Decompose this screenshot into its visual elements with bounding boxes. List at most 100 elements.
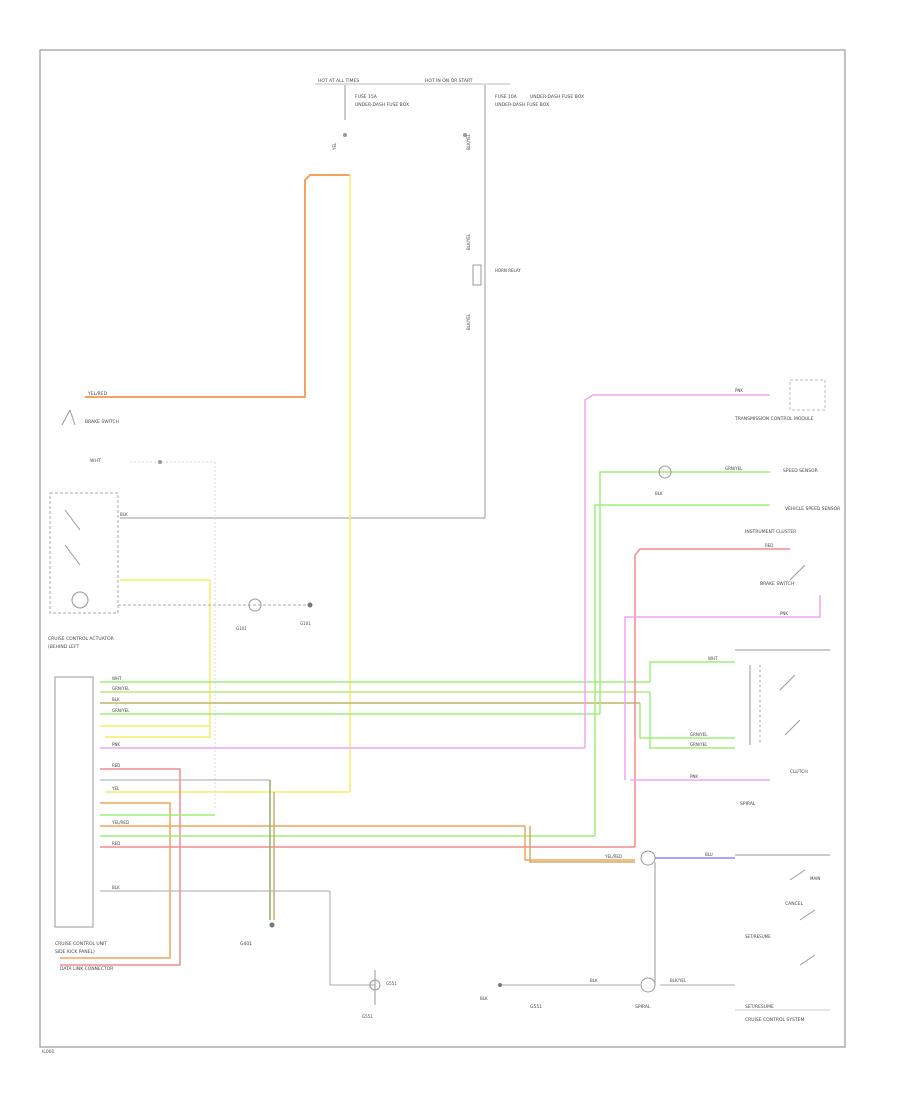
brake-switch-symbol (61, 409, 71, 426)
main-label: MAIN (810, 876, 820, 881)
clutch-contact-2 (784, 719, 801, 736)
relay-contact (64, 509, 81, 531)
gray-wire-3 (329, 891, 375, 986)
ground-node (307, 602, 313, 608)
obd-connector-label: DATA LINK CONNECTOR (60, 966, 113, 972)
green-wire-clutch-3 (649, 692, 735, 749)
actuator-relay-label: CRUISE CONTROL ACTUATOR (48, 636, 114, 642)
ecu-box (54, 676, 94, 928)
tcm-wire-label: PNK (735, 388, 743, 393)
fuse-right-label: FUSE 10A (495, 94, 518, 100)
pin-label: RED (112, 763, 120, 768)
relay-coil (71, 591, 89, 609)
node (343, 133, 347, 137)
diagram-border (39, 49, 846, 1048)
orange-wire-switch (524, 826, 635, 861)
pink-wire-label-2: PNK (690, 774, 698, 779)
wire-label-grn-yel: GRN/YEL (725, 466, 743, 471)
clutch-contact (779, 674, 796, 691)
green-wire-clutch-2 (639, 703, 735, 739)
wire-label-orange-switch: YEL/RED (604, 854, 622, 859)
pin-label: YEL/RED (111, 820, 129, 825)
relay-contact-2 (64, 544, 81, 566)
green-wire-speed (599, 471, 770, 714)
wire-label-blk-yel: BLK/YEL (466, 133, 471, 150)
green-wire-vss (594, 504, 770, 836)
splice-node (269, 922, 275, 928)
pin-label: GRN/YEL (112, 708, 130, 713)
cancel-label: CANCEL (785, 901, 804, 907)
left-bus-label: HOT AT ALL TIMES (318, 78, 359, 84)
ground-left-label: G101 (236, 626, 247, 631)
brake-switch-r-label: BRAKE SWITCH (760, 581, 794, 587)
wire-label-yel: YEL (332, 142, 337, 151)
clutch-label: CLUTCH (790, 769, 808, 775)
ground-bottom-label: G551 (362, 1014, 373, 1019)
clutch-wire-label: WHT (708, 656, 718, 661)
pin-label: WHT (112, 676, 122, 681)
pin-label: RED (112, 841, 120, 846)
fuse-box-left-label: UNDER-DASH FUSE BOX (355, 102, 409, 108)
pin-label: BLK (112, 885, 120, 890)
vss-label: VEHICLE SPEED SENSOR (785, 506, 840, 512)
connector-label: BLK (655, 491, 663, 496)
wire-label-wht: WHT (90, 458, 101, 464)
horn-relay-label: HORN RELAY (495, 268, 521, 273)
ground-bottom-right-label: G551 (530, 1004, 542, 1010)
gray-wire-label: BLK (590, 978, 598, 983)
pink-wire-label: PNK (780, 611, 788, 616)
inline-component (472, 264, 482, 286)
pink-wire-tcm (584, 394, 770, 748)
red-wire-brake (634, 548, 790, 847)
wire-label-blk-yel-3: BLK/YEL (466, 313, 471, 330)
node (158, 460, 162, 464)
fuse-right-extra-label: UNDER-DASH FUSE BOX (530, 94, 584, 100)
brake-switch-symbol-2 (69, 409, 76, 426)
node (498, 983, 502, 987)
inline-connector (248, 598, 262, 612)
switch-wire-label: BLK/YEL (670, 978, 687, 983)
instrument-cluster-label: INSTRUMENT CLUSTER (745, 529, 796, 535)
set-contact (799, 954, 816, 966)
set-resume-label: SET/RESUME (745, 934, 771, 939)
gray-wire-label-2: BLK (480, 996, 488, 1001)
blue-wire-label: BLU (705, 852, 713, 857)
actuator-relay-box (49, 492, 119, 614)
pink-wire-brake (624, 595, 821, 780)
clutch-wire-label-2: GRN/YEL (690, 732, 708, 737)
diagram-title: CRUISE CONTROL SYSTEM (745, 1017, 804, 1023)
green-wire-clutch (649, 661, 735, 682)
pin-label: BLK (112, 697, 120, 702)
fuse-left-label: FUSE 15A (355, 94, 378, 100)
yellow-wire-2 (105, 579, 211, 738)
pin-label: YEL (111, 786, 120, 791)
footer-code: IL001 (42, 1049, 55, 1055)
speedometer-label: SPEED SENSOR (783, 468, 818, 474)
inline-connector (658, 465, 672, 479)
relay-pin-label: BLK (120, 512, 128, 517)
clutch-wire-label-3: GRN/YEL (690, 742, 708, 747)
ground-left-label-2: G101 (300, 621, 311, 626)
pin-label: PNK (112, 742, 120, 747)
wire-label-blk-yel-2: BLK/YEL (466, 233, 471, 250)
orange-wire-label: YEL/RED (87, 391, 108, 397)
ecu-sub2-label: SIDE KICK PANEL) (55, 949, 95, 955)
spiral-cable-connector (640, 850, 656, 866)
ecu-sub1-label: (BEHIND LEFT (48, 644, 80, 650)
brown-wire-switch (529, 826, 635, 863)
pin-label: GRN/YEL (112, 686, 130, 691)
ecu-title-label: CRUISE CONTROL UNIT (55, 941, 107, 947)
main-contact (789, 869, 806, 881)
ground-center-label: G401 (240, 941, 252, 947)
orange-wire-2 (60, 802, 171, 959)
right-bus-label: HOT IN ON OR START (425, 78, 473, 84)
fuse-box-right-label: UNDER-DASH FUSE BOX (495, 102, 549, 108)
orange-wire (85, 174, 350, 398)
inline-connector (369, 979, 381, 991)
spiral-label: SPIRAL (740, 801, 756, 807)
red-wire-label: RED (765, 543, 773, 548)
brake-switch-r-symbol (789, 564, 806, 581)
tcm-box (789, 379, 826, 411)
